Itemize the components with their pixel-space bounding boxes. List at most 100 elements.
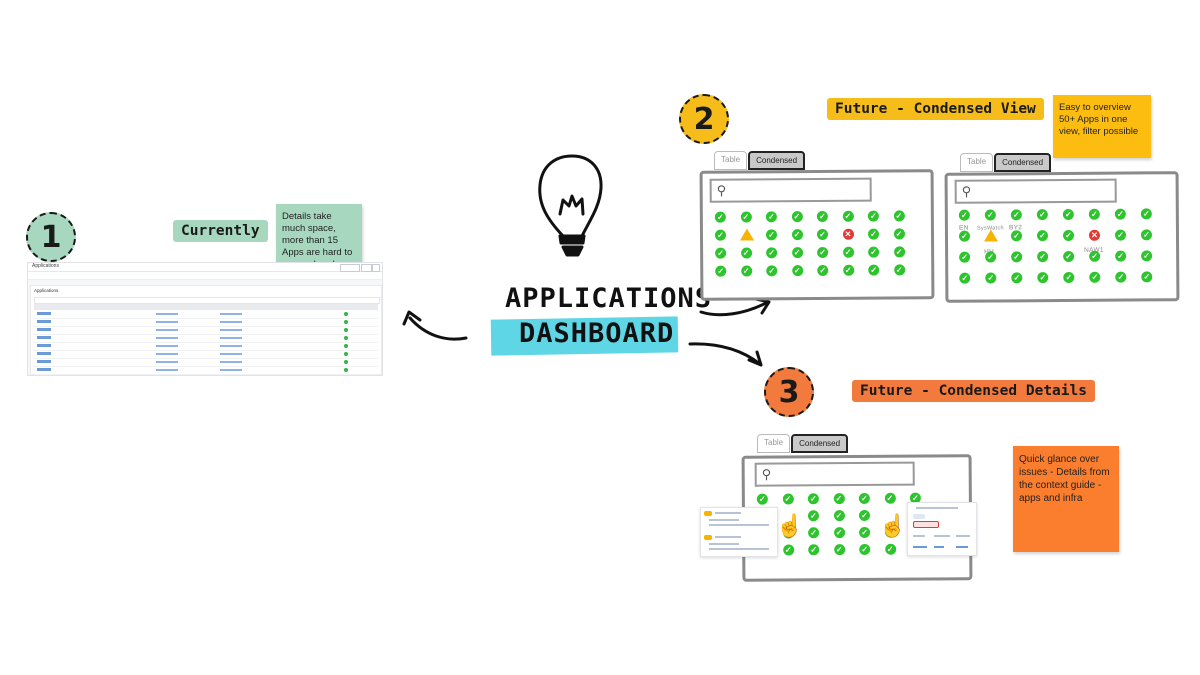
- check-icon[interactable]: ✓: [1140, 229, 1153, 241]
- check-icon[interactable]: ✓: [984, 209, 996, 221]
- check-icon[interactable]: ✓: [1036, 209, 1048, 221]
- check-icon[interactable]: ✓: [842, 264, 854, 276]
- cross-icon[interactable]: ✕: [842, 228, 854, 240]
- check-icon[interactable]: ✓: [808, 527, 820, 539]
- check-icon[interactable]: ✓: [807, 493, 819, 505]
- lightbulb-icon: [538, 154, 603, 257]
- check-icon[interactable]: ✓: [714, 229, 727, 241]
- check-icon[interactable]: ✓: [1011, 251, 1023, 263]
- search-input[interactable]: ⚲: [954, 178, 1117, 204]
- sparkline: [156, 321, 178, 323]
- check-icon[interactable]: ✓: [867, 210, 879, 222]
- check-icon[interactable]: ✓: [884, 543, 896, 555]
- check-icon[interactable]: ✓: [867, 228, 880, 240]
- check-icon[interactable]: ✓: [859, 543, 871, 555]
- screenshot-button: [372, 264, 380, 272]
- check-icon[interactable]: ✓: [782, 544, 794, 556]
- warning-icon[interactable]: [983, 229, 999, 242]
- check-icon[interactable]: ✓: [1089, 271, 1101, 283]
- check-icon[interactable]: ✓: [791, 247, 803, 259]
- check-icon[interactable]: ✓: [765, 229, 778, 241]
- check-icon[interactable]: ✓: [1037, 251, 1049, 263]
- check-icon[interactable]: ✓: [817, 264, 829, 276]
- check-icon[interactable]: ✓: [958, 230, 971, 242]
- check-icon[interactable]: ✓: [959, 272, 971, 284]
- check-icon[interactable]: ✓: [1063, 271, 1075, 283]
- check-icon[interactable]: ✓: [791, 265, 803, 277]
- check-icon[interactable]: ✓: [816, 210, 828, 223]
- check-icon[interactable]: ✓: [808, 544, 820, 556]
- check-icon[interactable]: ✓: [859, 526, 871, 538]
- check-icon[interactable]: ✓: [893, 246, 905, 258]
- check-icon[interactable]: ✓: [833, 527, 845, 539]
- check-icon[interactable]: ✓: [833, 544, 845, 556]
- check-icon[interactable]: ✓: [985, 272, 997, 284]
- check-icon[interactable]: ✓: [893, 228, 905, 240]
- check-icon[interactable]: ✓: [766, 265, 778, 277]
- check-icon[interactable]: ✓: [1114, 229, 1127, 241]
- check-icon[interactable]: ✓: [1063, 250, 1075, 262]
- check-icon[interactable]: ✓: [884, 492, 896, 504]
- check-icon[interactable]: ✓: [807, 510, 820, 522]
- check-icon[interactable]: ✓: [715, 265, 727, 277]
- check-icon[interactable]: ✓: [791, 229, 803, 241]
- tab-table[interactable]: Table: [757, 434, 791, 453]
- check-icon[interactable]: ✓: [740, 265, 752, 277]
- check-icon[interactable]: ✓: [1114, 208, 1126, 220]
- arrow-to-condensed-details: [688, 342, 762, 366]
- check-icon[interactable]: ✓: [1141, 271, 1153, 283]
- check-icon[interactable]: ✓: [1140, 208, 1152, 220]
- check-icon[interactable]: ✓: [1115, 271, 1127, 283]
- check-icon[interactable]: ✓: [782, 493, 794, 505]
- check-icon[interactable]: ✓: [858, 509, 871, 521]
- check-icon[interactable]: ✓: [1115, 250, 1127, 262]
- check-icon[interactable]: ✓: [740, 247, 752, 259]
- check-icon[interactable]: ✓: [1141, 250, 1153, 262]
- detail-line: [709, 519, 739, 521]
- status-chip: [913, 514, 925, 519]
- check-icon[interactable]: ✓: [791, 211, 803, 223]
- check-icon[interactable]: ✓: [766, 247, 778, 259]
- sparkline: [156, 353, 178, 355]
- check-icon[interactable]: ✓: [842, 246, 854, 258]
- check-icon[interactable]: ✓: [1011, 272, 1023, 284]
- check-icon[interactable]: ✓: [1036, 230, 1049, 242]
- check-icon[interactable]: ✓: [833, 493, 845, 505]
- check-icon[interactable]: ✓: [868, 264, 880, 276]
- check-icon[interactable]: ✓: [833, 510, 845, 522]
- check-icon[interactable]: ✓: [893, 264, 905, 276]
- search-input[interactable]: ⚲: [709, 177, 872, 203]
- check-icon[interactable]: ✓: [740, 211, 752, 223]
- sparkline: [156, 361, 178, 363]
- search-input[interactable]: ⚲: [754, 461, 915, 487]
- check-icon[interactable]: ✓: [959, 251, 971, 263]
- tab-condensed[interactable]: Condensed: [791, 434, 849, 453]
- cross-icon[interactable]: ✕: [1088, 229, 1101, 241]
- check-icon[interactable]: ✓: [817, 246, 829, 258]
- check-icon[interactable]: ✓: [1010, 230, 1023, 242]
- check-icon[interactable]: ✓: [1010, 209, 1022, 221]
- check-icon[interactable]: ✓: [1089, 250, 1101, 262]
- check-icon[interactable]: ✓: [715, 247, 727, 259]
- check-icon[interactable]: ✓: [1062, 208, 1074, 220]
- tab-condensed[interactable]: Condensed: [994, 153, 1052, 172]
- tab-table[interactable]: Table: [960, 153, 994, 172]
- check-icon[interactable]: ✓: [756, 493, 768, 505]
- check-icon[interactable]: ✓: [714, 211, 726, 223]
- check-icon[interactable]: ✓: [1062, 229, 1075, 241]
- tab-table[interactable]: Table: [714, 151, 748, 170]
- check-icon[interactable]: ✓: [816, 228, 829, 240]
- app-name: [37, 352, 51, 355]
- warning-icon[interactable]: [739, 228, 754, 241]
- check-icon[interactable]: ✓: [1088, 208, 1100, 220]
- check-icon[interactable]: ✓: [858, 492, 870, 504]
- check-icon[interactable]: ✓: [765, 211, 777, 223]
- check-icon[interactable]: ✓: [1037, 272, 1049, 284]
- check-icon[interactable]: ✓: [842, 210, 854, 222]
- tab-condensed[interactable]: Condensed: [748, 151, 806, 170]
- app-name: [37, 336, 51, 339]
- check-icon[interactable]: ✓: [958, 209, 970, 221]
- check-icon[interactable]: ✓: [868, 246, 880, 258]
- check-icon[interactable]: ✓: [893, 210, 905, 222]
- check-icon[interactable]: ✓: [985, 251, 997, 263]
